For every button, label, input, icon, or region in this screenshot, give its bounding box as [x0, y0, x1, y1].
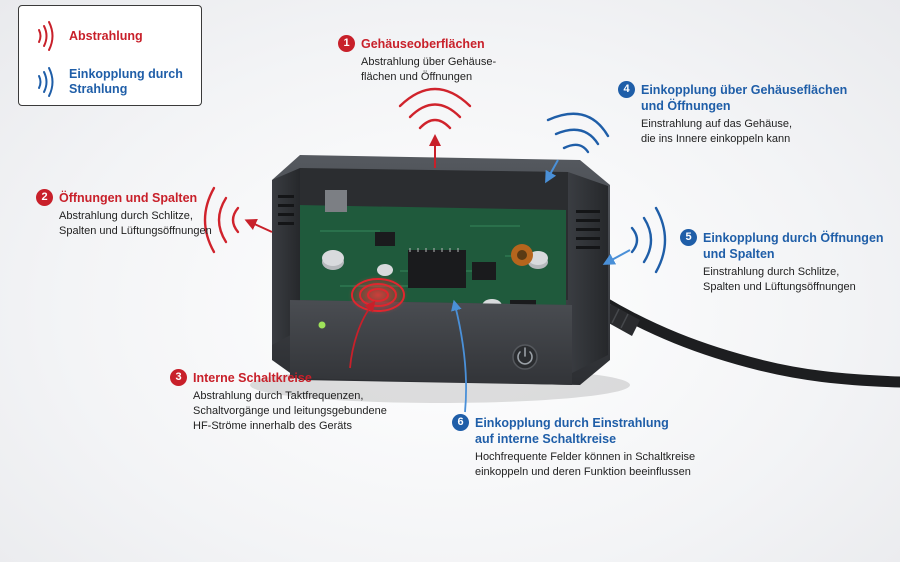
callout-title: Öffnungen und Spalten	[59, 191, 198, 205]
connector-block	[325, 190, 347, 212]
callout-number: 3	[170, 369, 187, 386]
callout-number: 5	[680, 229, 697, 246]
callout-title: Einkopplung über Gehäuseflächen und Öffn…	[641, 83, 848, 113]
internal-emission-rings	[351, 278, 405, 312]
coupling-waves-top-right	[546, 112, 610, 154]
leader-line-internal-emission	[349, 300, 376, 369]
callout-openings-coupling: 5 Einkopplung durch Öffnungen und Spalte…	[680, 229, 884, 295]
callout-number: 2	[36, 189, 53, 206]
callout-openings-emission: 2 Öffnungen und Spalten Abstrahlung durc…	[36, 189, 212, 239]
callout-internal-coupling: 6 Einkopplung durch Einstrahlung auf int…	[452, 414, 696, 480]
left-vent-slots	[278, 195, 294, 225]
status-led	[318, 321, 326, 329]
callout-title: Einkopplung durch Öffnungen und Spalten	[703, 231, 884, 261]
callout-number: 6	[452, 414, 469, 431]
callout-description: Abstrahlung durch Taktfrequenzen, Schalt…	[193, 390, 387, 432]
callout-description: Abstrahlung über Gehäuse- flächen und Öf…	[361, 56, 497, 83]
power-button	[512, 344, 538, 370]
leader-line-internal-coupling	[451, 299, 467, 413]
power-icon	[517, 351, 533, 365]
callout-description: Hochfrequente Felder können in Schaltkre…	[475, 451, 696, 478]
small-chip	[375, 232, 395, 246]
main-chip	[408, 250, 466, 288]
right-vent-slots	[576, 210, 600, 249]
power-cable	[594, 294, 900, 388]
small-chip	[472, 262, 496, 280]
front-panel	[290, 300, 572, 385]
callout-number: 4	[618, 81, 635, 98]
internal-emission-glow	[348, 275, 408, 315]
legend-coupling-label: Einkopplung durch Strahlung	[69, 67, 183, 96]
callout-housing-coupling: 4 Einkopplung über Gehäuseflächen und Öf…	[618, 81, 848, 147]
coupling-arrow-top	[545, 159, 559, 184]
callout-housing-surfaces: 1 Gehäuseoberflächen Abstrahlung über Ge…	[338, 35, 497, 85]
callout-description: Abstrahlung durch Schlitze, Spalten und …	[59, 210, 212, 237]
legend-row-emission: Abstrahlung	[19, 18, 201, 54]
main-chip-pins	[409, 248, 459, 252]
right-side-panel	[568, 172, 608, 375]
emission-waves-top	[398, 87, 472, 130]
coupling-waves-right	[630, 206, 667, 274]
inductor-core	[517, 250, 527, 260]
legend-row-coupling: Einkopplung durch Strahlung	[19, 64, 201, 100]
legend-box: Abstrahlung Einkopplung durch Strahlung	[18, 5, 202, 106]
callout-title: Interne Schaltkreise	[193, 371, 312, 385]
callout-title: Gehäuseoberflächen	[361, 37, 485, 51]
coupling-arrow-right	[602, 249, 631, 265]
callout-number: 1	[338, 35, 355, 52]
emission-wave-icon	[38, 21, 54, 51]
emission-waves-left	[203, 186, 240, 254]
callout-title: Einkopplung durch Einstrahlung auf inter…	[475, 416, 669, 446]
legend-emission-label: Abstrahlung	[69, 28, 143, 43]
callout-internal-circuits: 3 Interne Schaltkreise Abstrahlung durch…	[170, 369, 387, 434]
callout-description: Einstrahlung durch Schlitze, Spalten und…	[703, 266, 856, 293]
callout-description: Einstrahlung auf das Gehäuse, die ins In…	[641, 118, 793, 145]
coupling-wave-icon	[38, 67, 54, 97]
emission-arrow-left	[244, 219, 273, 233]
